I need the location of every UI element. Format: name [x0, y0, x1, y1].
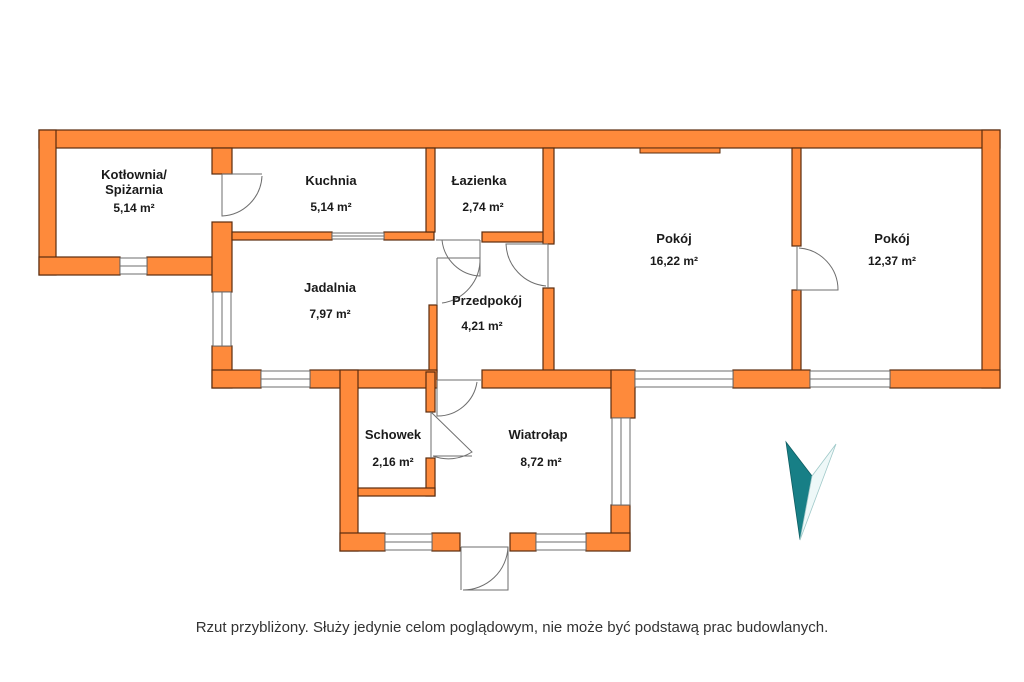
windows: [119, 232, 891, 551]
room-name-schowek: Schowek: [365, 427, 422, 442]
room-area-pokoj-2: 12,37 m²: [868, 254, 916, 268]
doors: [221, 173, 839, 591]
room-name-lazienka: Łazienka: [452, 173, 508, 188]
door-jadalnia: [436, 257, 481, 305]
room-area-lazienka: 2,74 m²: [462, 200, 503, 214]
room-area-pokoj-1: 16,22 m²: [650, 254, 698, 268]
room-name-jadalnia: Jadalnia: [304, 280, 357, 295]
room-area-wiatrolap: 8,72 m²: [520, 455, 561, 469]
wall-recess: [639, 147, 721, 154]
door-entrance: [460, 546, 509, 591]
room-area-przedpokoj: 4,21 m²: [461, 319, 502, 333]
room-name-kuchnia: Kuchnia: [305, 173, 357, 188]
room-area-jadalnia: 7,97 m²: [309, 307, 350, 321]
room-area-kotlownia: 5,14 m²: [113, 201, 154, 215]
room-labels: Kotłownia/ Spiżarnia 5,14 m² Kuchnia 5,1…: [101, 167, 916, 469]
door-pokoj: [505, 243, 549, 288]
north-arrow-icon: [785, 440, 837, 541]
door-przedpokoj: [436, 379, 481, 417]
room-name-pokoj-2: Pokój: [874, 231, 909, 246]
door-kotlownia: [221, 173, 263, 217]
disclaimer-text: Rzut przybliżony. Służy jedynie celom po…: [195, 619, 829, 636]
room-area-kuchnia: 5,14 m²: [310, 200, 351, 214]
room-name-kotlownia-1: Kotłownia/: [101, 167, 167, 182]
room-name-wiatrolap: Wiatrołap: [508, 427, 567, 442]
door-schowek: [430, 411, 473, 460]
door-pokoj2: [796, 246, 839, 291]
room-name-pokoj-1: Pokój: [656, 231, 691, 246]
room-name-przedpokoj: Przedpokój: [452, 293, 522, 308]
door-lazienka: [436, 239, 481, 277]
walls: [38, 129, 1001, 552]
room-name-kotlownia-2: Spiżarnia: [105, 182, 164, 197]
room-area-schowek: 2,16 m²: [372, 455, 413, 469]
